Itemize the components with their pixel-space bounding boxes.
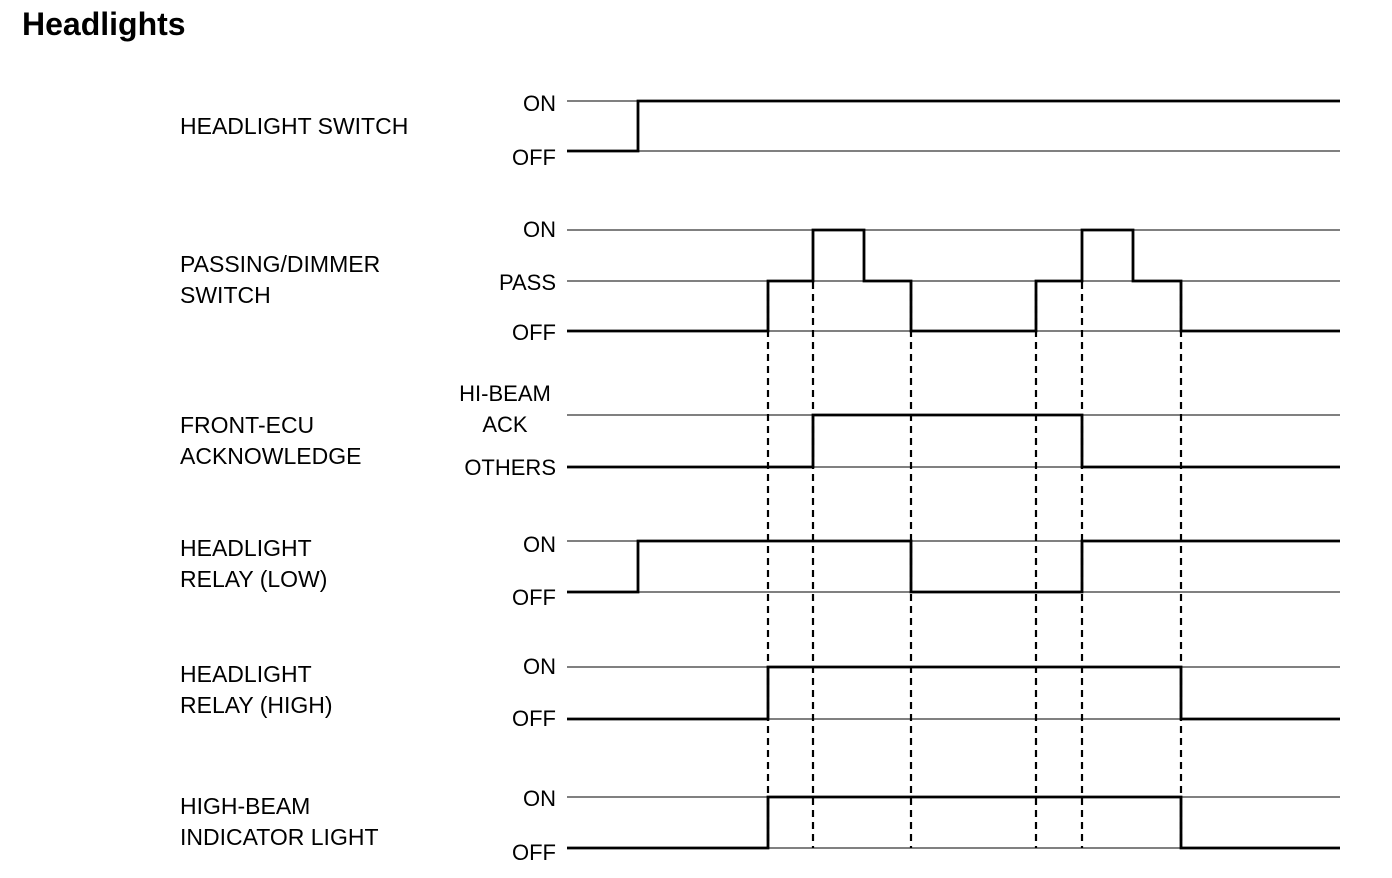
signal-name: RELAY (HIGH): [180, 692, 333, 718]
state-label: OFF: [512, 145, 556, 170]
signal-name: INDICATOR LIGHT: [180, 824, 379, 850]
waveform: [567, 99, 1340, 153]
state-label: PASS: [499, 270, 556, 295]
state-label: ON: [523, 654, 556, 679]
signal-passing-dimmer-switch: PASSING/DIMMER SWITCH ON PASS OFF: [180, 217, 1340, 345]
signal-rows: HEADLIGHT SWITCH ON OFF PASSING/DIMMER SWITC…: [180, 91, 1340, 865]
diagram-title: Headlights: [22, 6, 186, 42]
state-label: OFF: [512, 706, 556, 731]
signal-name: HEADLIGHT: [180, 661, 312, 687]
signal-front-ecu-acknowledge: FRONT-ECU ACKNOWLEDGE HI-BEAM ACK OTHERS: [180, 381, 1340, 480]
signal-high-beam-indicator-light: HIGH-BEAM INDICATOR LIGHT ON OFF: [180, 786, 1340, 865]
time-markers: [766, 282, 1183, 848]
state-label: OTHERS: [464, 455, 556, 480]
state-label: ON: [523, 91, 556, 116]
state-label: HI-BEAM: [459, 381, 551, 406]
waveform: [567, 413, 1340, 469]
state-label: OFF: [512, 840, 556, 865]
state-label: OFF: [512, 320, 556, 345]
signal-headlight-switch: HEADLIGHT SWITCH ON OFF: [180, 91, 1340, 170]
signal-name: HIGH-BEAM: [180, 793, 310, 819]
signal-name: FRONT-ECU: [180, 412, 314, 438]
waveform: [567, 228, 1340, 333]
signal-name: SWITCH: [180, 282, 271, 308]
signal-headlight-relay-high: HEADLIGHT RELAY (HIGH) ON OFF: [180, 654, 1340, 731]
waveform: [567, 665, 1340, 721]
state-label: ON: [523, 217, 556, 242]
state-label: ACK: [482, 412, 528, 437]
signal-name: RELAY (LOW): [180, 566, 327, 592]
signal-name: ACKNOWLEDGE: [180, 443, 361, 469]
signal-name: HEADLIGHT: [180, 535, 312, 561]
waveform: [567, 795, 1340, 850]
state-label: OFF: [512, 585, 556, 610]
waveform: [567, 539, 1340, 594]
state-label: ON: [523, 786, 556, 811]
signal-name: PASSING/DIMMER: [180, 251, 380, 277]
state-label: ON: [523, 532, 556, 557]
signal-headlight-relay-low: HEADLIGHT RELAY (LOW) ON OFF: [180, 532, 1340, 610]
signal-name: HEADLIGHT SWITCH: [180, 113, 408, 139]
